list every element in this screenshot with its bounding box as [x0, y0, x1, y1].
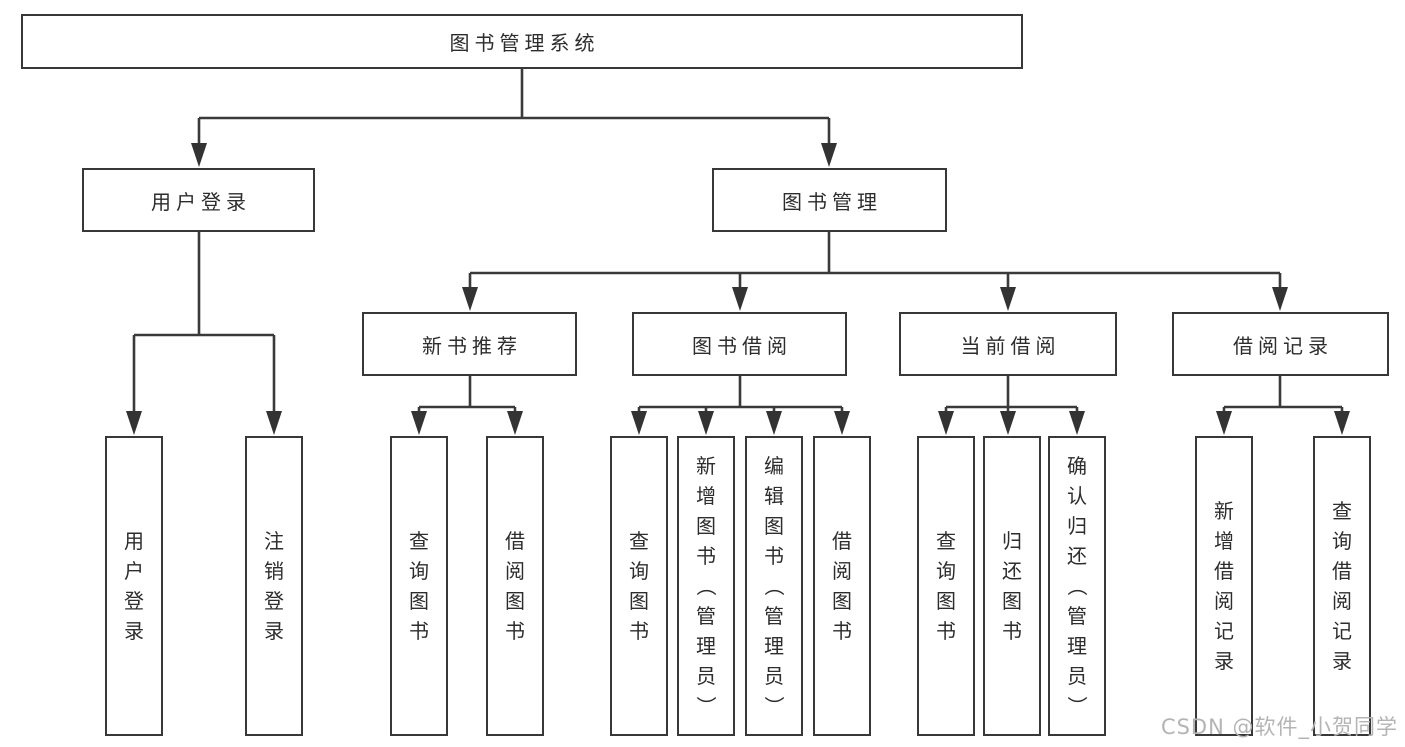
- leaf-query-book-recommend: 查询图书: [390, 436, 448, 736]
- node-book-borrow: 图书借阅: [632, 312, 847, 376]
- leaf-confirm-return-admin: 确认归还（管理员）: [1048, 436, 1106, 736]
- connector-user-login-split: [134, 232, 274, 337]
- connector-new-rec-split: [419, 376, 515, 409]
- leaf-query-book-borrow: 查询图书: [610, 436, 668, 736]
- leaf-borrow-book-recommend: 借阅图书: [486, 436, 544, 736]
- node-borrow-records: 借阅记录: [1172, 312, 1389, 376]
- node-current-borrow: 当前借阅: [899, 312, 1117, 376]
- connector-book-mgmt-split: [470, 232, 1280, 275]
- connector-borrow-split: [639, 376, 842, 409]
- leaf-query-borrow-record: 查询借阅记录: [1313, 436, 1371, 736]
- node-book-management: 图书管理: [712, 168, 947, 232]
- leaf-logout-login: 注销登录: [245, 436, 303, 736]
- leaf-borrow-book: 借阅图书: [813, 436, 871, 736]
- connector-current-split: [946, 376, 1077, 409]
- leaf-user-login: 用户登录: [105, 436, 163, 736]
- leaf-query-book-current: 查询图书: [917, 436, 975, 736]
- leaf-add-borrow-record: 新增借阅记录: [1195, 436, 1253, 736]
- node-library-system: 图书管理系统: [21, 14, 1023, 69]
- node-user-login: 用户登录: [82, 168, 315, 232]
- leaf-add-book-admin: 新增图书（管理员）: [677, 436, 735, 736]
- leaf-edit-book-admin: 编辑图书（管理员）: [745, 436, 803, 736]
- connector-record-split: [1224, 376, 1342, 409]
- connector-root-split: [199, 69, 829, 120]
- node-new-book-recommend: 新书推荐: [362, 312, 577, 376]
- leaf-return-book: 归还图书: [983, 436, 1041, 736]
- csdn-watermark: CSDN @软件_小贺同学: [1160, 715, 1398, 739]
